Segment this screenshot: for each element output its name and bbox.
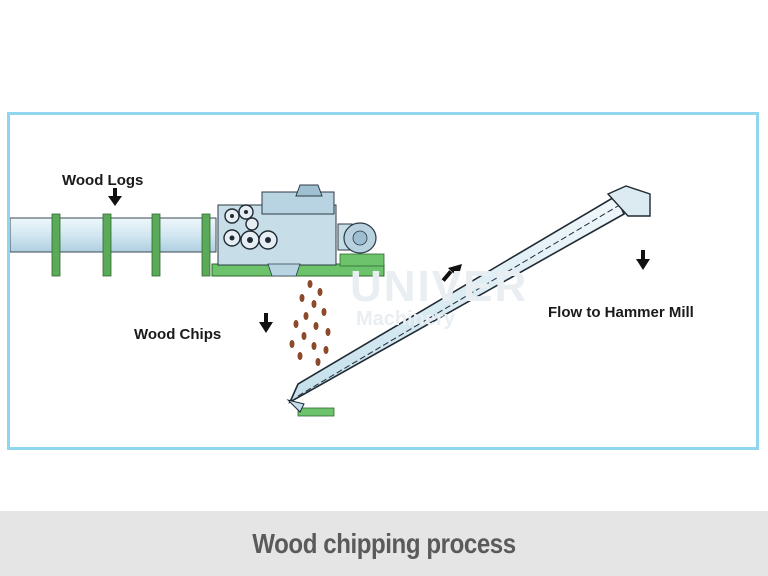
wood-logs-label: Wood Logs — [62, 172, 144, 189]
watermark-brand: UNIVER — [350, 262, 529, 311]
diagram-frame — [7, 112, 759, 450]
up-right-arrow-icon — [441, 264, 462, 282]
down-arrow-icon — [636, 250, 650, 270]
watermark-subtitle: Machinery — [356, 308, 455, 330]
flow-to-hammer-mill-label: Flow to Hammer Mill — [548, 304, 694, 321]
inclined-conveyor — [286, 185, 651, 417]
wood-chips-label: Wood Chips — [134, 326, 222, 343]
caption-title: Wood chipping process — [252, 528, 516, 559]
falling-wood-chips — [289, 280, 331, 366]
caption-bar: Wood chipping process — [0, 511, 768, 576]
down-arrow-icon — [108, 188, 122, 206]
drum-chipper-machine — [211, 184, 385, 277]
infeed-conveyor — [9, 213, 217, 277]
down-arrow-icon — [259, 313, 273, 333]
